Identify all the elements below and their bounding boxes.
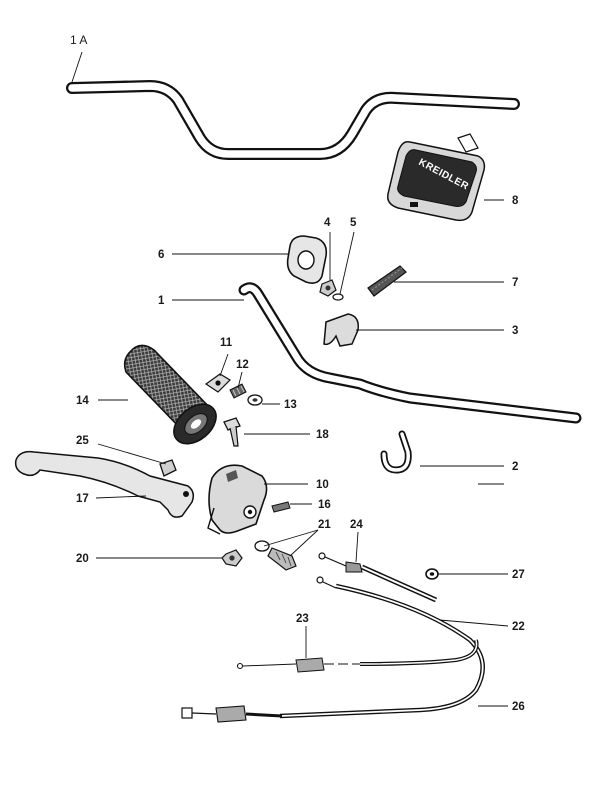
grommet-27 bbox=[425, 568, 439, 580]
label-part-8: 8 bbox=[512, 195, 519, 207]
cable-22 bbox=[279, 576, 485, 719]
label-part-6: 6 bbox=[158, 249, 164, 261]
clamp-bracket-3 bbox=[323, 313, 360, 347]
label-part-17: 17 bbox=[76, 493, 89, 505]
part-labels: 1 A 1 2 3 4 5 6 7 8 10 11 12 13 14 16 17… bbox=[70, 33, 525, 713]
bolt-18 bbox=[223, 417, 241, 447]
kreidler-badge-8: KREIDLER bbox=[386, 133, 486, 222]
throttle-grip-14 bbox=[123, 344, 217, 445]
lever-housing-10 bbox=[207, 464, 268, 535]
clip-11 bbox=[204, 373, 231, 393]
rubber-block-7 bbox=[367, 265, 407, 297]
label-part-24: 24 bbox=[350, 519, 363, 531]
handlebar-1 bbox=[238, 282, 582, 424]
label-part-21: 21 bbox=[318, 519, 331, 531]
label-part-27: 27 bbox=[512, 569, 525, 581]
cable-26 bbox=[181, 705, 283, 723]
screw-12 bbox=[229, 383, 247, 399]
leader-lines bbox=[71, 51, 509, 707]
washer-5 bbox=[332, 293, 344, 301]
label-part-1a: 1 A bbox=[70, 33, 87, 47]
label-part-10: 10 bbox=[316, 479, 329, 491]
label-part-20: 20 bbox=[76, 553, 89, 565]
label-part-1: 1 bbox=[158, 295, 165, 307]
label-part-23: 23 bbox=[296, 613, 309, 625]
label-part-22: 22 bbox=[512, 621, 525, 633]
label-part-16: 16 bbox=[318, 499, 331, 511]
brake-lever-17 bbox=[14, 450, 195, 518]
screw-16 bbox=[271, 501, 291, 513]
adjuster-21 bbox=[254, 540, 297, 571]
label-part-7: 7 bbox=[512, 277, 518, 289]
clamp-plate-6 bbox=[286, 235, 328, 284]
label-part-2: 2 bbox=[512, 461, 518, 473]
label-part-26: 26 bbox=[512, 701, 525, 713]
washer-13 bbox=[247, 394, 263, 406]
nut-4 bbox=[319, 279, 337, 297]
label-part-5: 5 bbox=[350, 217, 357, 229]
label-part-4: 4 bbox=[324, 217, 331, 229]
label-part-13: 13 bbox=[284, 399, 297, 411]
handlebar-1a bbox=[66, 80, 520, 160]
nipple-25 bbox=[159, 459, 177, 477]
cable-24 bbox=[318, 552, 438, 603]
label-part-14: 14 bbox=[76, 395, 89, 407]
u-bolt-2 bbox=[380, 430, 412, 474]
label-part-18: 18 bbox=[316, 429, 329, 441]
label-part-12: 12 bbox=[236, 359, 249, 371]
label-part-11: 11 bbox=[220, 337, 233, 349]
label-part-3: 3 bbox=[512, 325, 518, 337]
nut-20 bbox=[221, 549, 243, 567]
label-part-25: 25 bbox=[76, 435, 89, 447]
cable-23 bbox=[236, 639, 479, 673]
